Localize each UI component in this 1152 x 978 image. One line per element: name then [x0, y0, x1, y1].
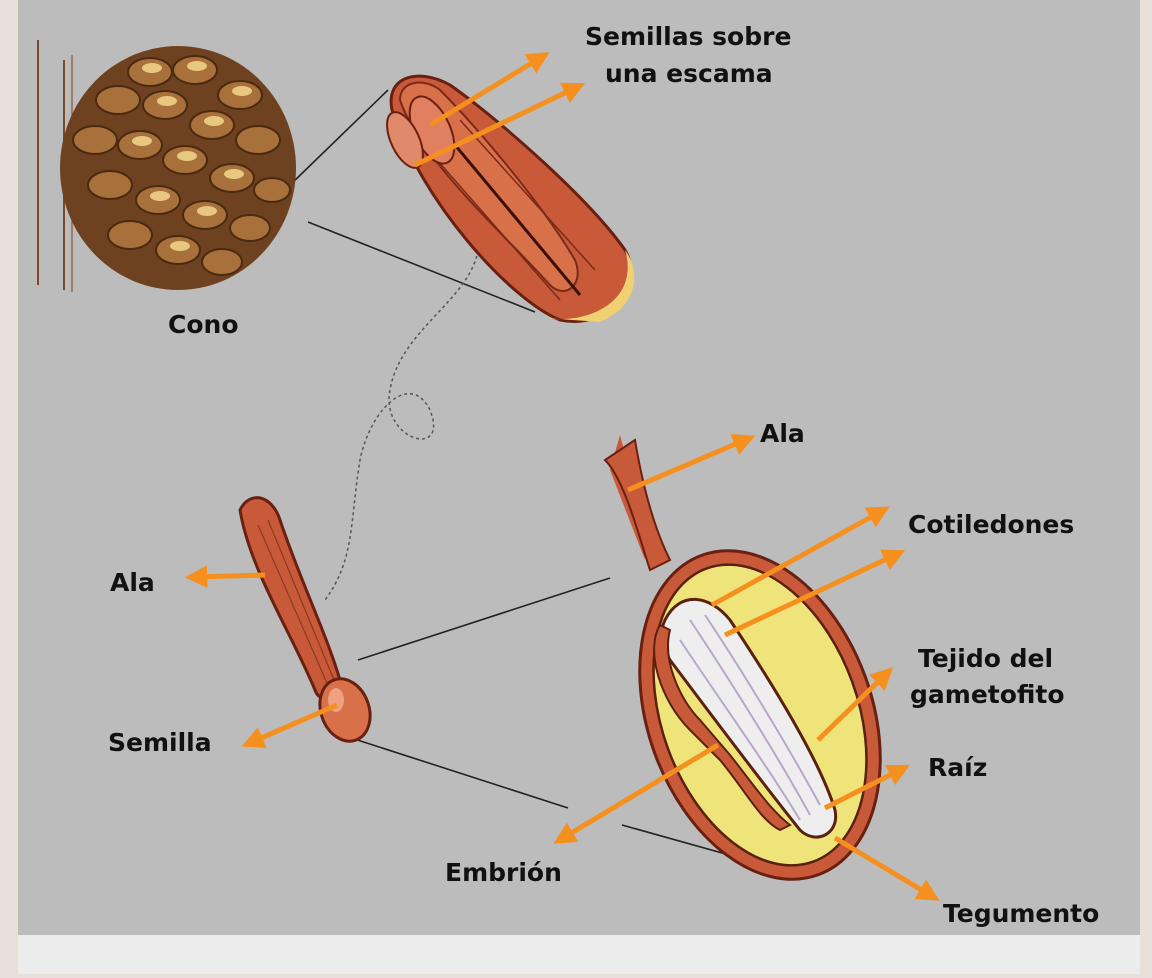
- label-cotiledones: Cotiledones: [908, 510, 1074, 539]
- label-tejido-line1: Tejido del: [918, 644, 1053, 673]
- label-ala-left: Ala: [110, 568, 155, 597]
- label-tejido-line2: gametofito: [910, 680, 1065, 709]
- label-semilla: Semilla: [108, 728, 212, 757]
- label-cono: Cono: [168, 310, 239, 339]
- arrow-ala-left: [196, 575, 265, 577]
- label-raiz: Raíz: [928, 753, 987, 782]
- label-ala-top: Ala: [760, 419, 805, 448]
- footer-panel: [18, 935, 1140, 974]
- label-embrion: Embrión: [445, 858, 562, 887]
- label-semillas-escama-line1: Semillas sobre: [585, 22, 791, 51]
- label-semillas-escama-line2: una escama: [605, 59, 773, 88]
- label-tegumento: Tegumento: [943, 899, 1099, 928]
